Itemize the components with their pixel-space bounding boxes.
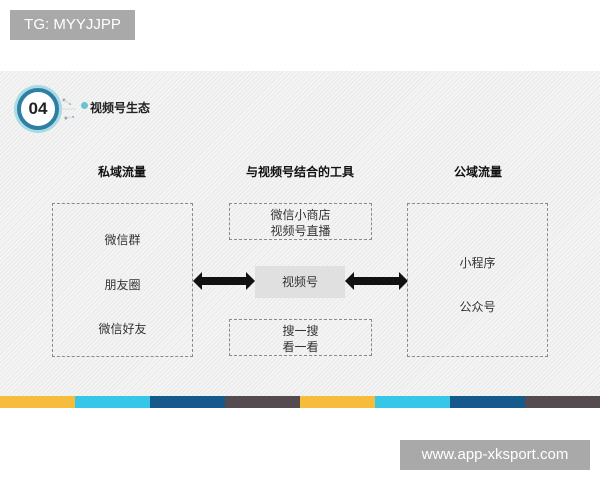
- stripe: [375, 396, 450, 408]
- stripe: [525, 396, 600, 408]
- public-item: 小程序: [459, 256, 496, 270]
- private-traffic-title: 私域流量: [97, 165, 146, 179]
- tool-item: 微信小商店: [270, 208, 331, 222]
- private-item: 微信群: [104, 233, 141, 247]
- stripe: [450, 396, 525, 408]
- stripe: [225, 396, 300, 408]
- stripe: [300, 396, 375, 408]
- bullet-dot-icon: [81, 102, 88, 109]
- section-title: 视频号生态: [90, 101, 151, 115]
- double-arrow-left-icon: [193, 272, 255, 290]
- color-stripe-bar: [0, 396, 600, 408]
- stripe: [150, 396, 225, 408]
- section-number-badge: 04: [17, 88, 59, 130]
- watermark-bottom: www.app-xksport.com: [400, 440, 590, 470]
- double-arrow-right-icon: [345, 272, 408, 290]
- stripe: [0, 396, 75, 408]
- public-traffic-title: 公域流量: [453, 165, 502, 179]
- private-item: 朋友圈: [104, 278, 141, 292]
- private-traffic-box: 微信群 朋友圈 微信好友: [52, 203, 193, 357]
- watermark-top: TG: MYYJJPP: [10, 10, 135, 40]
- public-item: 公众号: [459, 300, 496, 314]
- channels-center-node: 视频号: [255, 266, 345, 298]
- private-item: 微信好友: [98, 322, 147, 336]
- tools-title: 与视频号结合的工具: [245, 165, 354, 179]
- public-traffic-box: 小程序 公众号: [407, 203, 548, 357]
- slide: [0, 71, 600, 396]
- tool-item: 视频号直播: [270, 224, 331, 238]
- circuit-decoration-icon: [60, 98, 76, 120]
- stripe: [75, 396, 150, 408]
- tools-top-box: 微信小商店 视频号直播: [229, 203, 372, 240]
- tool-item: 搜一搜: [282, 324, 319, 338]
- tools-bottom-box: 搜一搜 看一看: [229, 319, 372, 356]
- section-number: 04: [28, 99, 48, 118]
- tool-item: 看一看: [282, 340, 319, 354]
